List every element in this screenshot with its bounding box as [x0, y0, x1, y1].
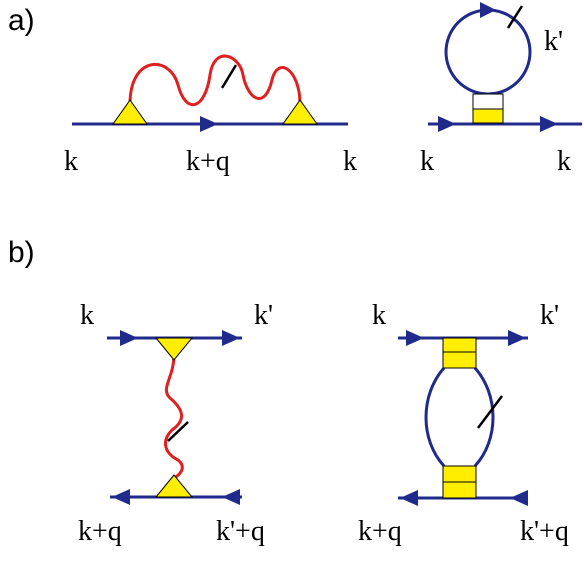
momentum-label-bottom-right: k'+q	[520, 516, 569, 547]
boson-wavy-line	[128, 54, 302, 107]
momentum-label-k-loop: k'	[544, 26, 563, 57]
bubble-right-line	[473, 367, 495, 468]
diagram-b-left: k k' k+q k'+q	[78, 300, 273, 547]
boson-wavy-line	[163, 354, 184, 480]
vertex-box-bottom	[442, 465, 477, 483]
vertex-box	[472, 93, 504, 110]
fermion-arrow	[222, 330, 240, 346]
momentum-label-top-right: k'	[254, 300, 273, 331]
vertex-box-bottom	[442, 481, 477, 499]
diagram-a-left: k k+q k	[64, 54, 357, 177]
fermion-arrow	[120, 330, 138, 346]
cut-mark	[477, 395, 503, 429]
fermion-arrow	[510, 490, 528, 506]
diagram-a-right: k' k k	[420, 2, 582, 177]
panel-a-label: a)	[8, 4, 35, 37]
loop-arrow	[480, 2, 496, 18]
momentum-label-k-out: k	[343, 146, 357, 177]
panel-b-label: b)	[8, 236, 35, 269]
fermion-arrow	[222, 489, 240, 505]
momentum-label-k-in: k	[420, 146, 434, 177]
cut-mark	[220, 64, 238, 89]
momentum-label-top-left: k	[80, 300, 94, 331]
vertex-box-top	[442, 337, 477, 353]
fermion-arrow-out	[540, 116, 558, 132]
momentum-label-bottom-right: k'+q	[216, 516, 265, 547]
vertex-box-top	[442, 351, 477, 369]
momentum-label-bottom-left: k+q	[78, 516, 122, 547]
fermion-arrow	[112, 489, 130, 505]
cut-mark	[506, 5, 524, 29]
fermion-arrow	[406, 330, 424, 346]
momentum-label-k-out: k	[557, 146, 571, 177]
vertex-triangle-left	[112, 99, 148, 125]
fermion-arrow	[200, 116, 218, 132]
fermion-loop	[444, 8, 532, 96]
bubble-left-line	[424, 367, 446, 468]
vertex-box	[472, 108, 504, 124]
fermion-arrow-in	[438, 116, 456, 132]
cut-mark	[167, 421, 189, 442]
momentum-label-k-in: k	[64, 146, 78, 177]
vertex-triangle-bottom	[154, 474, 194, 498]
momentum-label-top-right: k'	[540, 300, 559, 331]
vertex-triangle-right	[282, 99, 318, 125]
fermion-arrow	[508, 330, 526, 346]
vertex-triangle-top	[154, 337, 194, 361]
momentum-label-k-plus-q: k+q	[186, 146, 230, 177]
diagram-b-right: k k' k+q k'+q	[358, 300, 569, 547]
momentum-label-bottom-left: k+q	[358, 516, 402, 547]
fermion-arrow	[400, 490, 418, 506]
momentum-label-top-left: k	[372, 300, 386, 331]
